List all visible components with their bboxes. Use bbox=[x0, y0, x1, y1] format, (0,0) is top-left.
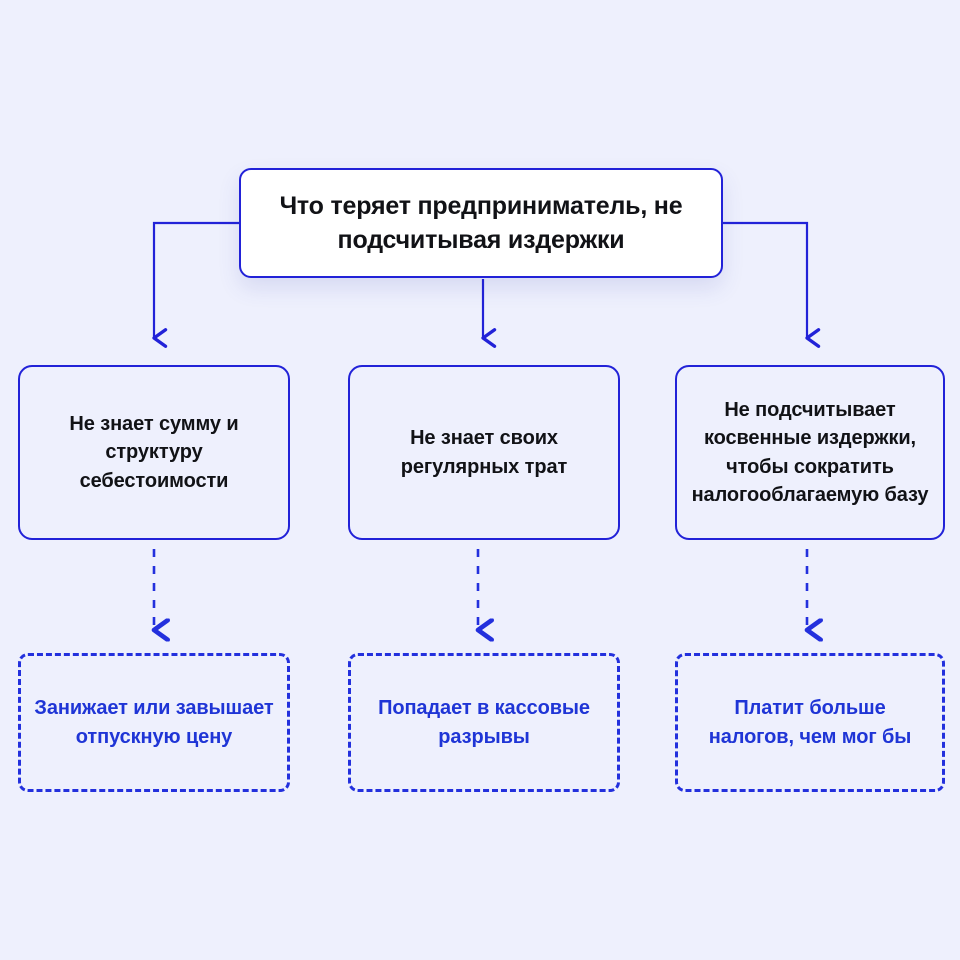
effect-node-2: Попадает в кассовые разрывы bbox=[348, 653, 620, 792]
effect-node-1-label: Занижает или завышает отпускную цену bbox=[34, 697, 274, 748]
root-node: Что теряет предприниматель, не подсчитыв… bbox=[239, 168, 723, 278]
root-node-label: Что теряет предприниматель, не подсчитыв… bbox=[279, 191, 683, 255]
cause-node-2: Не знает своих регулярных трат bbox=[348, 365, 620, 540]
effect-node-2-label: Попадает в кассовые разрывы bbox=[378, 697, 590, 748]
cause-node-1-label: Не знает сумму и структуру себестоимости bbox=[69, 412, 239, 492]
cause-node-2-label: Не знает своих регулярных трат bbox=[400, 427, 568, 478]
connector-root-to-cause-3 bbox=[723, 221, 821, 348]
effect-node-1: Занижает или завышает отпускную цену bbox=[18, 653, 290, 792]
effect-node-3-label: Платит больше налогов, чем мог бы bbox=[708, 697, 912, 748]
cause-node-3: Не подсчитывает косвенные издержки, чтоб… bbox=[675, 365, 945, 540]
cause-node-3-label: Не подсчитывает косвенные издержки, чтоб… bbox=[691, 398, 929, 506]
cause-node-1: Не знает сумму и структуру себестоимости bbox=[18, 365, 290, 540]
effect-node-3: Платит больше налогов, чем мог бы bbox=[675, 653, 945, 792]
connector-root-to-cause-1 bbox=[152, 221, 239, 348]
